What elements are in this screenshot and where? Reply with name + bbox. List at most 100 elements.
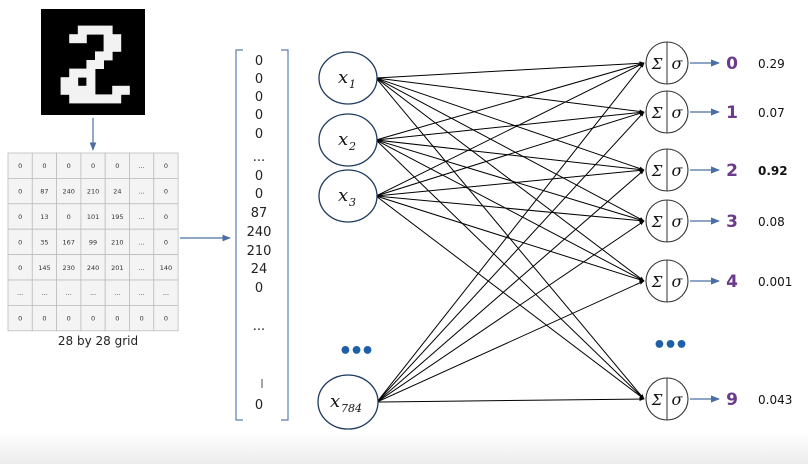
vector-value: 0 xyxy=(255,72,263,87)
grid-cell-value: ... xyxy=(66,289,72,297)
grid-cell xyxy=(31,228,57,255)
grid-cell-value: 201 xyxy=(111,264,123,272)
bottom-shadow xyxy=(0,432,808,464)
grid-cell xyxy=(80,177,106,205)
digit-pixel xyxy=(77,25,87,35)
connection-line xyxy=(375,77,645,222)
grid-cell-value: 0 xyxy=(67,162,71,170)
grid-cell xyxy=(104,152,130,179)
connection-line xyxy=(376,280,645,403)
digit-pixel xyxy=(95,25,104,35)
grid-cell-value: 0 xyxy=(18,315,22,323)
grid-cell-value: 0 xyxy=(164,238,168,246)
vector-value: ... xyxy=(253,150,265,165)
connection-line xyxy=(375,139,645,172)
vector-value: ... xyxy=(253,319,265,334)
grid-cell xyxy=(31,152,57,179)
input-node-symbol: x xyxy=(330,391,340,412)
output-digit-label: 3 xyxy=(726,212,738,232)
vector-value: 0 xyxy=(255,169,263,184)
activation-symbol: σ xyxy=(672,103,684,122)
digit-pixel xyxy=(112,85,122,95)
connection-line xyxy=(375,61,645,79)
input-node-subscript: 1 xyxy=(349,78,356,91)
grid-cell-value: 87 xyxy=(40,188,48,196)
input-node-subscript: 784 xyxy=(341,402,362,415)
grid-cell-value: 0 xyxy=(67,315,71,323)
input-node-subscript: 2 xyxy=(348,140,356,153)
input-node xyxy=(318,169,378,223)
connection-line xyxy=(375,195,645,223)
input-node-symbol: x xyxy=(338,185,348,206)
grid-cell-value: 0 xyxy=(18,188,22,196)
grid-cell-value: ... xyxy=(17,289,23,297)
grid-cell xyxy=(56,152,82,179)
connection-line xyxy=(375,195,645,282)
digit-pixel xyxy=(103,34,113,44)
digit-pixel xyxy=(103,51,113,61)
connection-line xyxy=(376,62,645,403)
sum-symbol: Σ xyxy=(651,55,663,73)
digit-pixel xyxy=(86,94,96,104)
grid-cell-value: 145 xyxy=(38,264,50,272)
grid-cell-value: 195 xyxy=(111,213,123,221)
digit-pixel xyxy=(86,60,96,69)
digit-pixel xyxy=(95,51,104,61)
input-node xyxy=(317,374,379,430)
connections xyxy=(375,61,645,403)
grid-cell-value: 0 xyxy=(18,264,22,272)
digit-pixel xyxy=(86,25,96,35)
vector-right-bracket xyxy=(281,49,289,421)
grid-cell xyxy=(104,254,130,281)
sum-symbol: Σ xyxy=(651,104,663,122)
grid-cell-value: 240 xyxy=(87,264,99,272)
grid-cell-value: 140 xyxy=(160,264,172,272)
digit-pixel xyxy=(60,77,70,87)
digit-image xyxy=(41,9,145,115)
grid-cell-value: ... xyxy=(114,289,120,297)
output-probability: 0.08 xyxy=(758,215,785,229)
grid-cell xyxy=(56,304,82,332)
grid-cell-value: 0 xyxy=(91,315,95,323)
grid-cell-value: 230 xyxy=(63,264,75,272)
grid-cell-value: 0 xyxy=(18,213,22,221)
grid-cell-value: ... xyxy=(139,238,145,246)
input-node-subscript: 3 xyxy=(349,196,356,209)
grid-cell-value: 0 xyxy=(140,315,144,323)
connection-line xyxy=(375,62,645,141)
output-digit-label: 0 xyxy=(726,54,738,74)
grid-cell-value: 99 xyxy=(89,238,97,246)
vector-value: 210 xyxy=(247,244,272,259)
digit-pixel xyxy=(112,34,122,44)
connection-line xyxy=(376,111,645,403)
connection-line xyxy=(375,77,645,282)
digit-pixel xyxy=(69,34,79,44)
grid-cell xyxy=(80,279,106,306)
vector-value: 0 xyxy=(255,281,263,296)
sum-symbol: Σ xyxy=(651,273,663,291)
sum-symbol: Σ xyxy=(651,162,663,180)
connection-line xyxy=(375,111,645,197)
grid-cell xyxy=(153,304,179,332)
digit-pixel xyxy=(77,34,87,44)
vector-value: 0 xyxy=(255,127,263,142)
sum-symbol: Σ xyxy=(651,213,663,231)
grid-cell-value: 0 xyxy=(164,213,168,221)
digit-pixel xyxy=(112,94,122,104)
grid-cell-value: 0 xyxy=(164,188,168,196)
grid-cell xyxy=(56,203,82,230)
grid-cell-value: 0 xyxy=(18,162,22,170)
output-probability: 0.92 xyxy=(758,164,788,178)
output-probability: 0.001 xyxy=(758,275,792,289)
grid-cell-value: 0 xyxy=(42,162,46,170)
digit-pixel xyxy=(86,68,96,78)
digit-pixel xyxy=(86,85,96,95)
grid-cell xyxy=(129,254,155,281)
output-digit-label: 2 xyxy=(726,161,738,181)
vector-value: 0 xyxy=(255,108,263,123)
text-cursor-icon: I xyxy=(260,377,264,391)
grid-cell xyxy=(31,279,57,306)
